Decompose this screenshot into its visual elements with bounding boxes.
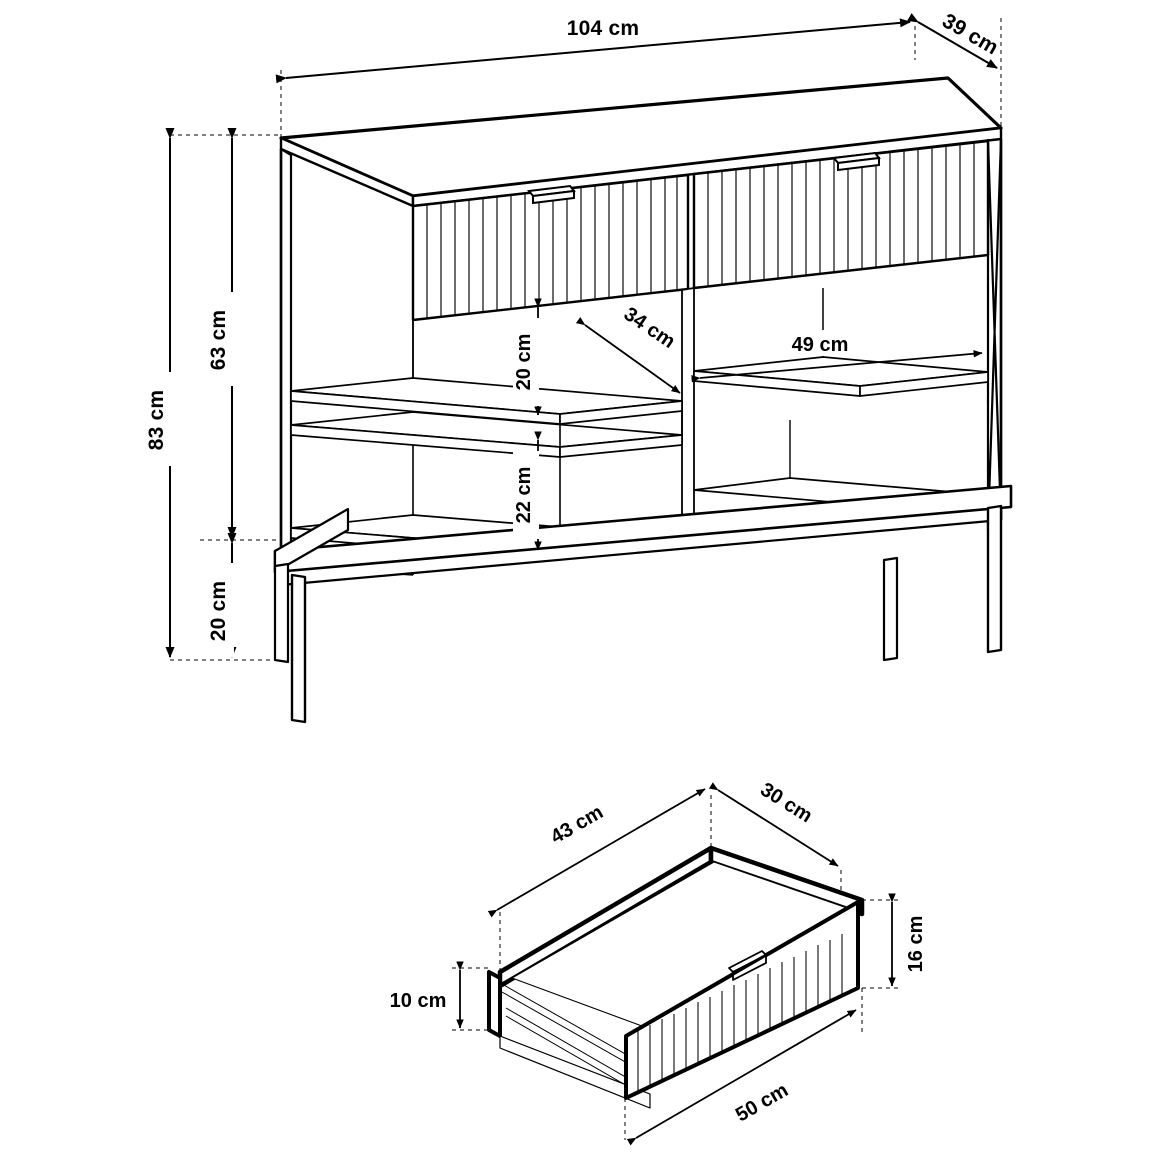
dimension-label-shelf-lower-height: 22 cm (513, 467, 535, 524)
drawer-view: 43 cm 30 cm 16 cm 10 cm 50 (382, 779, 931, 1146)
dimension-label-left-compartment-depth: 34 cm (620, 303, 679, 353)
dimension-drawer-box-height: 10 cm (382, 961, 464, 1029)
drawer-handle-left[interactable] (527, 184, 576, 205)
drawer-handle-right[interactable] (832, 151, 881, 172)
cabinet-inner-divider-left (559, 411, 683, 523)
dimension-label-height-body: 63 cm (207, 310, 230, 371)
dimension-label-shelf-upper-height: 20 cm (513, 334, 535, 391)
dimension-label-drawer-inner-width: 43 cm (547, 801, 607, 848)
cabinet-view: 104 cm 39 cm 83 cm 63 cm (144, 9, 1013, 724)
dimension-label-drawer-front-height: 16 cm (905, 916, 927, 973)
dimension-right-compartment-width: 49 cm (691, 330, 983, 383)
dimension-label-drawer-box-height: 10 cm (390, 990, 447, 1012)
shelf-lower-left (290, 411, 683, 458)
shelf-upper-left (290, 320, 683, 425)
drawer-front-right[interactable] (692, 139, 990, 290)
dimension-left-compartment-depth: 34 cm (575, 303, 681, 394)
dimension-drawer-front-height: 16 cm (888, 893, 931, 988)
dimension-label-height-total: 83 cm (145, 390, 168, 451)
dimension-label-right-compartment-width: 49 cm (792, 334, 849, 356)
cabinet-left-side-panel (279, 147, 293, 568)
dimension-height-total: 83 cm (144, 128, 175, 658)
dimension-depth-total: 39 cm (907, 9, 1002, 69)
dimension-height-legs: 20 cm (206, 533, 237, 658)
dimension-label-height-legs: 20 cm (207, 581, 230, 642)
dimension-label-width-total: 104 cm (567, 17, 639, 40)
dimension-height-body: 63 cm (206, 128, 237, 538)
dimension-shelf-upper-height: 20 cm (513, 298, 542, 416)
dimension-drawer-depth: 30 cm (708, 779, 839, 867)
cabinet-right-side-panel (986, 137, 1003, 532)
cabinet-center-divider (681, 287, 695, 538)
dimension-shelf-lower-height: 22 cm (513, 431, 542, 551)
dimension-width-total: 104 cm (275, 14, 911, 84)
metal-leg-frame (273, 484, 1013, 724)
dimension-label-drawer-front-width: 50 cm (732, 1079, 792, 1126)
